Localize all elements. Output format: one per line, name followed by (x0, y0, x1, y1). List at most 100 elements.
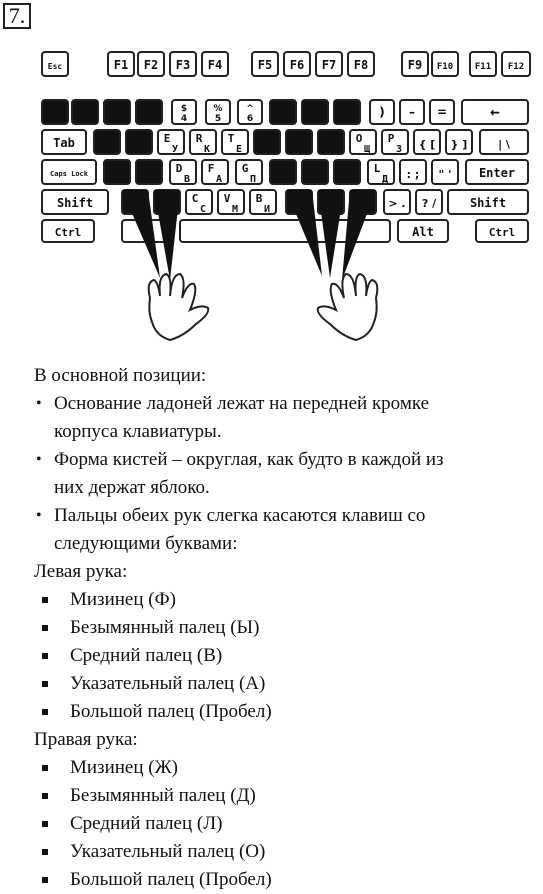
tab-key-label: Tab (53, 136, 75, 150)
keyboard-illustration: Esc F1 F2 F3 F4 F5 F6 F7 F8 F9 F10 F11 F… (30, 30, 535, 350)
heading: В основной позиции: (34, 365, 207, 386)
alt-right-key-label: Alt (412, 225, 434, 239)
key-letter-ru: А (216, 174, 222, 185)
key-letter-en: R (196, 132, 203, 145)
key-symbol: ^ (246, 104, 254, 114)
ctrl-left-key-label: Ctrl (55, 226, 82, 239)
key-letter-ru: П (250, 174, 256, 185)
key-letter-ru: В (184, 174, 190, 185)
key-symbol: : ; (407, 168, 420, 181)
list-item: Большой палец (Пробел) (34, 698, 524, 726)
point-line: Форма кистей – округлая, как будто в каж… (54, 449, 444, 470)
backspace-arrow: ← (490, 102, 500, 121)
list-item: Указательный палец (О) (34, 838, 524, 866)
key-symbol: – (409, 105, 415, 119)
svg-text:F5: F5 (258, 58, 272, 72)
list-item: Большой палец (Пробел) (34, 866, 524, 894)
bullet-icon: • (36, 451, 42, 468)
list-item: Мизинец (Ф) (34, 586, 524, 614)
ctrl-right-key-label: Ctrl (489, 226, 516, 239)
key-symbol: $ (181, 104, 187, 114)
bottom-letter-row (41, 189, 529, 215)
key-symbol: % (213, 104, 222, 114)
key-letter-en: L (374, 162, 381, 175)
bullet-icon: • (36, 395, 42, 412)
right-hand-icon (316, 272, 379, 342)
key-letter-ru: К (204, 144, 210, 155)
svg-text:F11: F11 (475, 62, 491, 72)
key-symbol: > . (388, 197, 405, 210)
svg-text:F3: F3 (176, 58, 190, 72)
key-letter-ru: И (264, 204, 270, 215)
list-item: • Пальцы обеих рук слегка касаются клави… (34, 502, 524, 530)
point-line: Основание ладоней лежат на передней кром… (54, 393, 430, 414)
left-hand-icon (147, 272, 210, 342)
svg-text:F8: F8 (354, 58, 368, 72)
point-continuation: следующими буквами: (54, 533, 238, 554)
svg-text:F9: F9 (408, 58, 422, 72)
key-symbol: ? / (422, 197, 437, 210)
key-letter-en: D (176, 162, 183, 175)
key-letter-ru: М (232, 204, 238, 215)
list-item: • Основание ладоней лежат на передней кр… (34, 390, 524, 418)
key-symbol: ) (379, 105, 384, 119)
point-continuation: корпуса клавиатуры. (54, 421, 222, 442)
square-bullet-icon (42, 597, 48, 603)
shift-left-key-label: Shift (57, 196, 93, 210)
keyboard-drawing: Esc F1 F2 F3 F4 F5 F6 F7 F8 F9 F10 F11 F… (41, 51, 531, 342)
key-letter-ru: З (396, 144, 402, 155)
task-number: 7. (3, 3, 31, 29)
instruction-text: В основной позиции: • Основание ладоней … (34, 362, 524, 894)
key-symbol: 4 (181, 114, 187, 124)
square-bullet-icon (42, 821, 48, 827)
key-symbol: } ] (451, 138, 468, 151)
key-letter-ru: Е (236, 144, 242, 155)
square-bullet-icon (42, 849, 48, 855)
square-bullet-icon (42, 709, 48, 715)
key-letter-en: F (208, 162, 215, 175)
caps-lock-key-label: Caps Lock (50, 170, 89, 178)
square-bullet-icon (42, 877, 48, 883)
key-symbol: { [ (419, 138, 436, 151)
right-hand-label: Правая рука: (34, 729, 138, 750)
key-letter-ru: У (172, 144, 178, 155)
key-letter-en: Е (164, 132, 171, 145)
number-row (41, 99, 529, 125)
square-bullet-icon (42, 681, 48, 687)
key-letter-en: О (356, 132, 363, 145)
key-letter-ru: С (200, 204, 206, 215)
key-letter-ru: Щ (364, 144, 370, 155)
space-row (41, 219, 529, 243)
svg-text:F10: F10 (437, 62, 453, 72)
function-key-row (41, 51, 531, 77)
svg-text:Esc: Esc (48, 62, 63, 71)
key-letter-en: C (192, 192, 199, 205)
key-symbol: 5 (215, 114, 221, 124)
function-key-labels: Esc F1 F2 F3 F4 F5 F6 F7 F8 F9 F10 F11 F… (48, 58, 524, 72)
key-letter-en: Т (228, 132, 235, 145)
key-symbol: | \ (498, 138, 511, 151)
finger-beams (122, 190, 376, 280)
key-symbol: 6 (247, 114, 253, 124)
square-bullet-icon (42, 793, 48, 799)
svg-text:F4: F4 (208, 58, 222, 72)
left-hand-label: Левая рука: (34, 561, 128, 582)
key-symbol: " ' (439, 168, 452, 181)
svg-text:F6: F6 (290, 58, 304, 72)
svg-text:F12: F12 (508, 62, 524, 72)
square-bullet-icon (42, 625, 48, 631)
point-continuation: них держат яблоко. (54, 477, 210, 498)
point-line: Пальцы обеих рук слегка касаются клавиш … (54, 505, 426, 526)
list-item: Безымянный палец (Ы) (34, 614, 524, 642)
svg-text:F7: F7 (322, 58, 336, 72)
list-item: Мизинец (Ж) (34, 754, 524, 782)
top-letter-row (41, 129, 529, 155)
key-symbol: = (437, 105, 447, 119)
key-letter-en: V (224, 192, 231, 205)
list-item: • Форма кистей – округлая, как будто в к… (34, 446, 524, 474)
enter-key-label: Enter (479, 166, 515, 180)
key-letter-en: Р (388, 132, 395, 145)
svg-text:F2: F2 (144, 58, 158, 72)
shift-right-key-label: Shift (470, 196, 506, 210)
bullet-icon: • (36, 507, 42, 524)
